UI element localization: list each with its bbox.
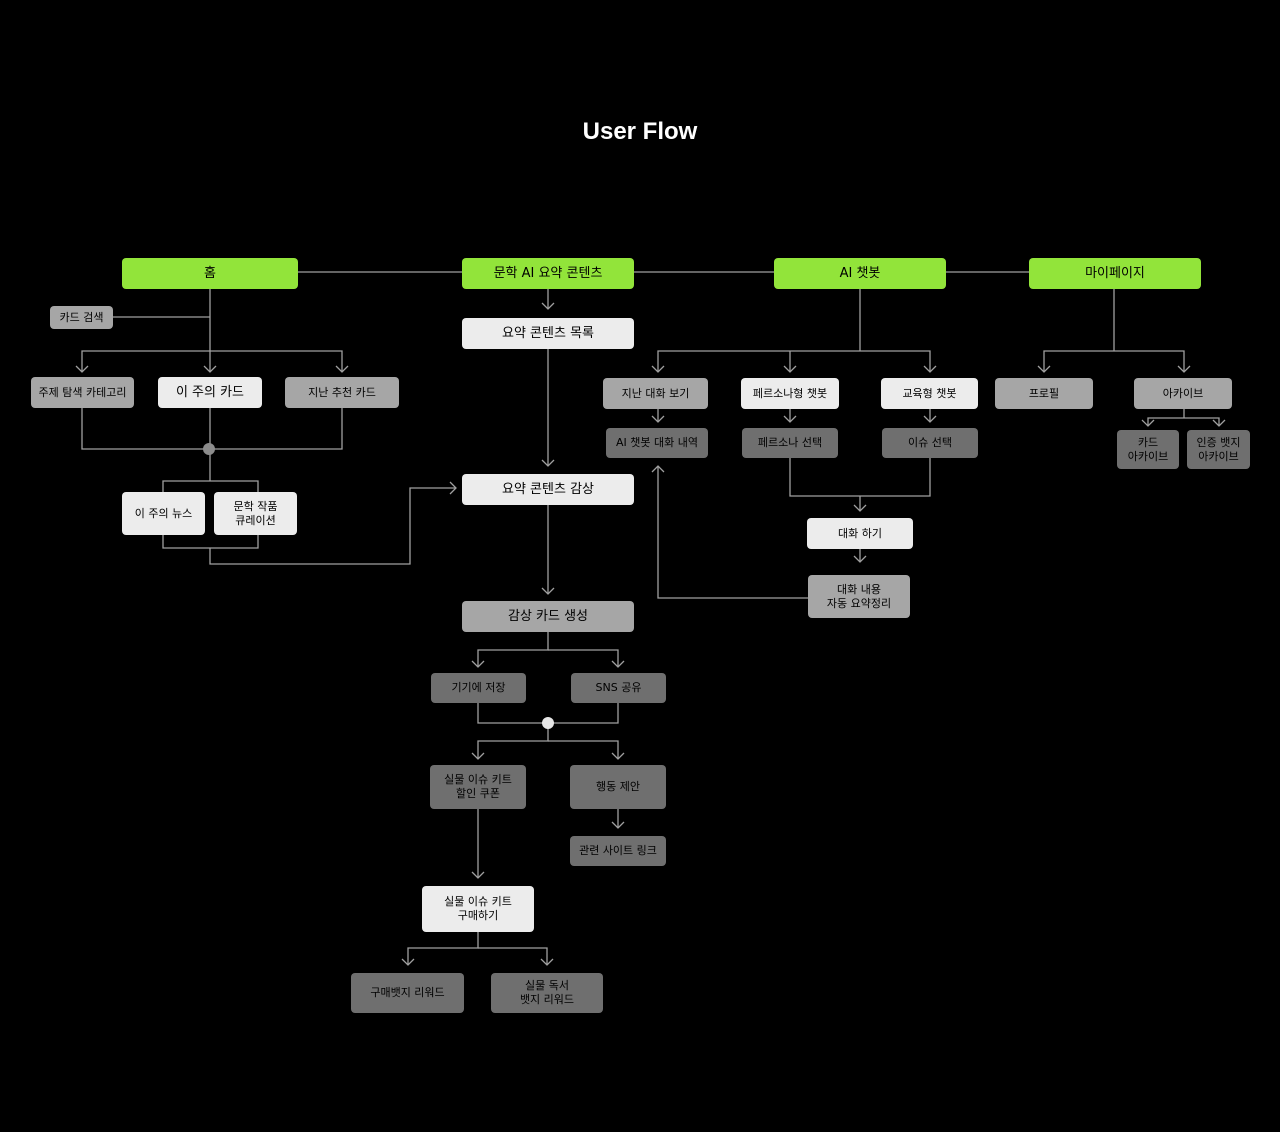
node-weekly-news: 이 주의 뉴스 [122, 492, 205, 535]
connector [657, 350, 931, 372]
node-badge-archive: 인증 뱃지 아카이브 [1187, 430, 1250, 469]
node-issue-select: 이슈 선택 [882, 428, 978, 458]
arrowhead [651, 365, 665, 373]
arrowhead [853, 555, 867, 563]
node-mypage: 마이페이지 [1029, 258, 1201, 289]
arrowhead [923, 415, 937, 423]
connector [162, 535, 259, 549]
arrowhead [541, 459, 555, 467]
arrowhead [449, 481, 457, 495]
arrowhead [75, 365, 89, 373]
node-action: 행동 제안 [570, 765, 666, 809]
node-summary-view: 요약 콘텐츠 감상 [462, 474, 634, 505]
arrowhead [1037, 365, 1051, 373]
arrowhead [611, 821, 625, 829]
connector [548, 740, 619, 759]
node-chat-history: AI 챗봇 대화 내역 [606, 428, 708, 458]
node-persona-bot: 페르소나형 챗봇 [741, 378, 839, 409]
node-card-archive: 카드 아카이브 [1117, 430, 1179, 469]
arrowhead [401, 958, 415, 966]
connector [657, 466, 808, 599]
node-related-link: 관련 사이트 링크 [570, 836, 666, 866]
connector [789, 458, 931, 497]
arrowhead [541, 302, 555, 310]
connector [548, 649, 619, 667]
connector [1147, 417, 1220, 426]
junction-dot [542, 717, 554, 729]
arrowhead [923, 365, 937, 373]
arrowhead [853, 504, 867, 512]
connector [162, 480, 259, 492]
arrowhead [471, 660, 485, 668]
arrowhead [471, 752, 485, 760]
arrowhead [1141, 419, 1155, 427]
arrowhead [783, 415, 797, 423]
node-past-chat: 지난 대화 보기 [603, 378, 708, 409]
arrowhead [1177, 365, 1191, 373]
connector [209, 487, 456, 565]
node-edu-bot: 교육형 챗봇 [881, 378, 978, 409]
arrowhead [471, 871, 485, 879]
node-save-device: 기기에 저장 [431, 673, 526, 703]
arrowhead [335, 365, 349, 373]
node-read-badge: 실물 독서 뱃지 리워드 [491, 973, 603, 1013]
arrowhead [651, 465, 665, 473]
node-past-cards: 지난 추천 카드 [285, 377, 399, 408]
diagram-title: User Flow [582, 118, 698, 145]
connector [81, 350, 343, 372]
node-curation: 문학 작품 큐레이션 [214, 492, 297, 535]
node-conversation: 대화 하기 [807, 518, 913, 549]
node-profile: 프로필 [995, 378, 1093, 409]
arrowhead [203, 365, 217, 373]
node-card-create: 감상 카드 생성 [462, 601, 634, 632]
node-kit-buy: 실물 이슈 키트 구매하기 [422, 886, 534, 932]
node-weekly-card: 이 주의 카드 [158, 377, 262, 408]
connector [407, 932, 479, 965]
arrowhead [611, 660, 625, 668]
node-topic-category: 주제 탐색 카테고리 [31, 377, 134, 408]
node-buy-badge: 구매뱃지 리워드 [351, 973, 464, 1013]
connector [81, 408, 343, 450]
arrowhead [541, 587, 555, 595]
node-home: 홈 [122, 258, 298, 289]
connector [477, 723, 549, 759]
arrowhead [783, 365, 797, 373]
arrowhead [540, 958, 554, 966]
node-kit-coupon: 실물 이슈 키트 할인 쿠폰 [430, 765, 526, 809]
node-sns-share: SNS 공유 [571, 673, 666, 703]
node-auto-summary: 대화 내용 자동 요약정리 [808, 575, 910, 618]
node-card-search: 카드 검색 [50, 306, 113, 329]
node-archive: 아카이브 [1134, 378, 1232, 409]
node-summary-list: 요약 콘텐츠 목록 [462, 318, 634, 349]
connector [477, 632, 549, 667]
node-ai-chatbot: AI 챗봇 [774, 258, 946, 289]
connector [1043, 350, 1185, 372]
arrowhead [651, 415, 665, 423]
connector [478, 947, 548, 965]
junction-dot [203, 443, 215, 455]
node-literature-ai: 문학 AI 요약 콘텐츠 [462, 258, 634, 289]
arrowhead [1212, 419, 1226, 427]
arrowhead [611, 752, 625, 760]
node-persona-select: 페르소나 선택 [742, 428, 838, 458]
